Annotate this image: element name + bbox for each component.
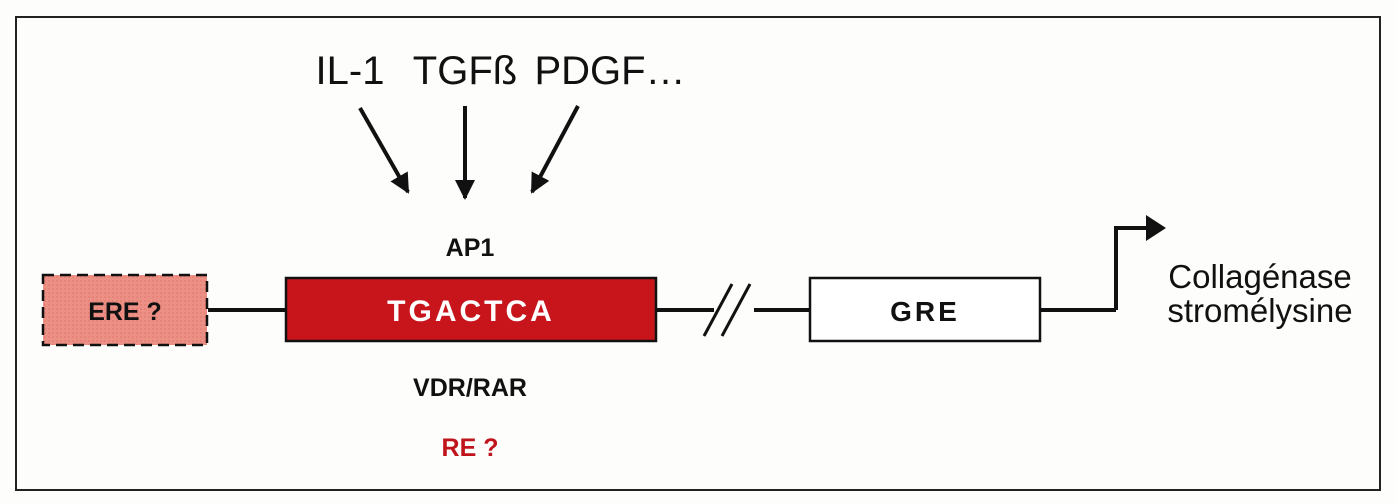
ere-box (41, 273, 209, 347)
target-gene-line2: stromélysine (1167, 292, 1352, 329)
ap1-site-box (284, 276, 658, 343)
arrow-pdgf (530, 105, 580, 194)
diagram-frame (15, 16, 1381, 491)
gre-box (808, 276, 1042, 343)
factor-tgfb-label: TGFß (413, 49, 517, 93)
ere-label: ERE ? (88, 298, 162, 326)
tgactca-label: TGACTCA (387, 295, 555, 328)
gre-label: GRE (890, 296, 960, 327)
arrow-il1 (358, 107, 410, 194)
vdr-rar-label: VDR/RAR (413, 374, 527, 402)
break-mark-left (702, 283, 734, 337)
break-mark-right (720, 283, 752, 337)
factor-il1-label: IL-1 (316, 49, 385, 93)
re-label: RE ? (442, 434, 499, 462)
break-gap (714, 290, 754, 330)
transcription-start-arrowhead (1146, 215, 1166, 241)
factor-pdgf-label: PDGF… (534, 49, 685, 93)
ap1-label: AP1 (446, 234, 495, 262)
target-gene-line1: Collagénase (1168, 258, 1351, 295)
transcription-start-line (1114, 226, 1150, 310)
